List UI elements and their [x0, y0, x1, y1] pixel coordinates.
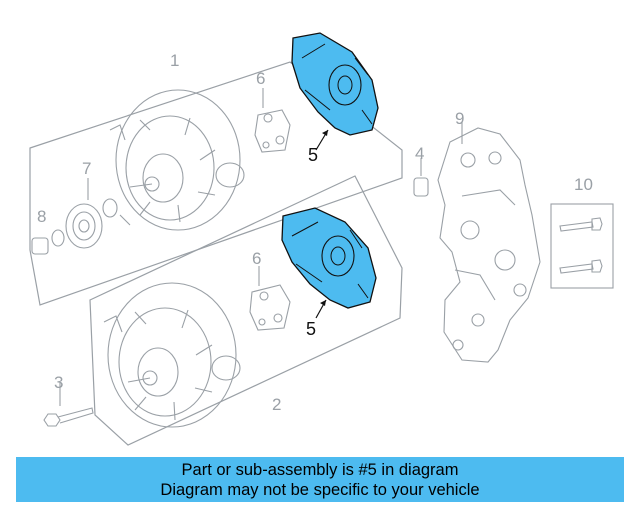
regulator-upper [254, 88, 291, 153]
nut-washer [31, 229, 65, 255]
alternator-lower [103, 282, 241, 428]
pulley [65, 178, 118, 249]
callout-3: 3 [54, 373, 64, 392]
callout-5-upper: 5 [308, 145, 319, 165]
bushing-4 [413, 158, 429, 197]
end-shield-upper-highlighted [291, 32, 379, 151]
callout-10: 10 [574, 175, 593, 194]
callout-6-lower: 6 [252, 249, 262, 268]
regulator-lower [249, 266, 291, 331]
callout-6-upper: 6 [256, 69, 266, 88]
callout-9: 9 [455, 109, 465, 128]
assembly-1-frame [29, 61, 403, 306]
callout-5-lower: 5 [306, 319, 317, 339]
callout-1: 1 [170, 51, 180, 70]
end-shield-lower-highlighted [281, 207, 377, 319]
bolt-kit-10 [550, 203, 614, 289]
callout-2: 2 [272, 395, 282, 414]
bolt-3 [43, 382, 94, 427]
banner-line-disclaimer: Diagram may not be specific to your vehi… [160, 481, 480, 499]
callout-8: 8 [37, 207, 47, 226]
callout-4: 4 [415, 144, 425, 163]
parts-diagram [29, 32, 614, 446]
alternator-upper [109, 89, 245, 231]
callout-7: 7 [82, 159, 92, 178]
mounting-bracket [437, 122, 541, 363]
banner-line-part-number: Part or sub-assembly is #5 in diagram [181, 461, 459, 479]
assembly-2-frame [89, 175, 403, 446]
info-banner: Part or sub-assembly is #5 in diagram Di… [16, 457, 624, 502]
